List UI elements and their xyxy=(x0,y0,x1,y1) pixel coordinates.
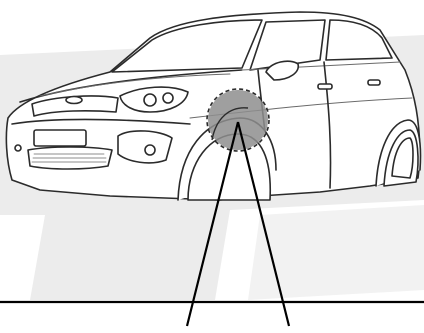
fog-lamp-left xyxy=(15,145,21,151)
backdrop-band-lower xyxy=(248,205,424,300)
fog-lamp-housing xyxy=(118,131,172,163)
brand-badge xyxy=(66,97,82,104)
door-handle-front xyxy=(318,84,332,89)
door-handle-rear xyxy=(368,80,380,85)
side-window-rear xyxy=(326,20,392,60)
wheel-highlight xyxy=(207,89,269,151)
license-plate xyxy=(34,130,86,146)
fog-lamp xyxy=(145,145,155,155)
highlight-fill xyxy=(208,90,268,150)
windshield xyxy=(112,20,262,72)
